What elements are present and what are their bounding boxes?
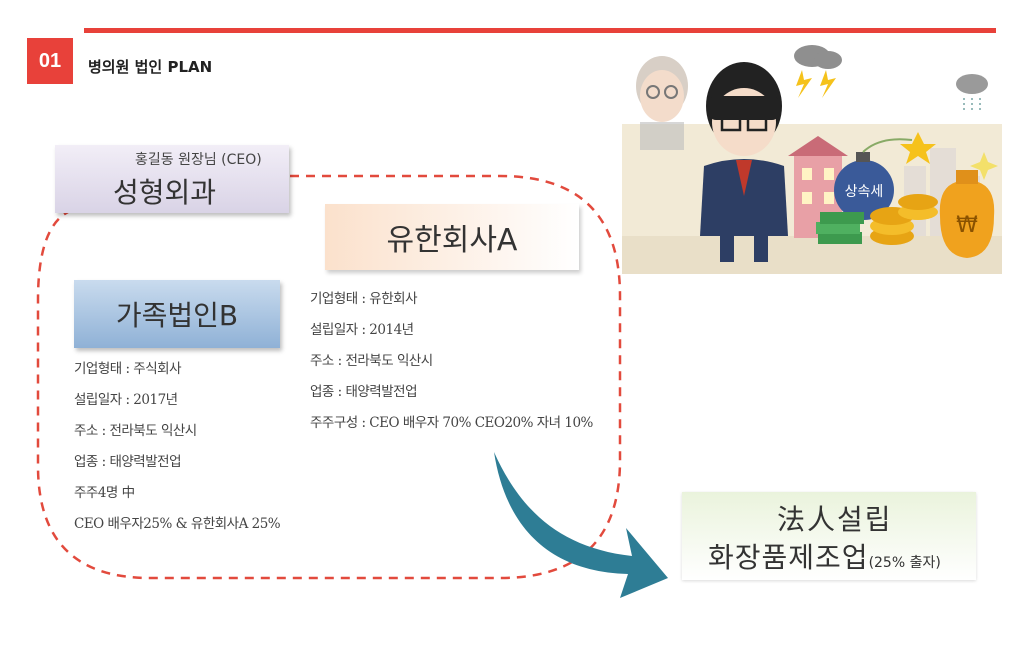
detail-line: 주주구성 : CEO 배우자 70% CEO20% 자녀 10%	[310, 415, 593, 431]
sparkle-icon	[970, 152, 998, 180]
detail-line: 기업형태 : 주식회사	[74, 361, 182, 377]
detail-line: 주주4명 中	[74, 485, 135, 501]
businessman-icon	[700, 62, 788, 262]
storm-cloud-icon	[794, 45, 842, 98]
section-title: 병의원 법인 PLAN	[88, 58, 213, 76]
inheritance-tax-illustration: 상속세 ₩	[622, 45, 1002, 274]
won-symbol: ₩	[956, 213, 978, 238]
section-number-badge: 01	[27, 38, 73, 84]
grandfather-icon	[636, 56, 688, 150]
new-corporation-box: 法人설립 화장품제조업(25% 출자)	[682, 492, 976, 580]
detail-line: 설립일자 : 2014년	[310, 322, 414, 338]
money-bag-icon: ₩	[939, 170, 995, 258]
detail-line: 업종 : 태양력발전업	[310, 384, 417, 400]
target-line1: 法人설립	[777, 503, 893, 536]
flow-arrow-icon	[494, 452, 668, 598]
detail-line: 기업형태 : 유한회사	[310, 291, 417, 307]
company-a-details: 기업형태 : 유한회사 설립일자 : 2014년 주소 : 전라북도 익산시 업…	[310, 284, 593, 439]
dashed-border	[36, 174, 622, 580]
cash-stack-icon	[816, 212, 864, 244]
detail-line: 설립일자 : 2017년	[74, 392, 178, 408]
family-corp-box: 가족법인B	[74, 280, 280, 348]
detail-line: CEO 배우자25% & 유한회사A 25%	[74, 516, 281, 532]
bomb-icon: 상속세	[834, 132, 936, 220]
detail-line: 업종 : 태양력발전업	[74, 454, 182, 470]
detail-line: 주소 : 전라북도 익산시	[310, 353, 433, 369]
detail-line: 주소 : 전라북도 익산시	[74, 423, 197, 439]
header-rule	[84, 28, 996, 33]
ceo-label: 홍길동 원장님 (CEO)	[135, 152, 262, 168]
coin-stack-icon	[870, 194, 938, 245]
family-corp-details: 기업형태 : 주식회사 설립일자 : 2017년 주소 : 전라북도 익산시 업…	[74, 354, 281, 540]
hospital-box: 홍길동 원장님 (CEO) 성형외과	[55, 145, 289, 213]
target-note: (25% 출자)	[868, 555, 941, 571]
bomb-label: 상속세	[845, 184, 884, 200]
company-a-box: 유한회사A	[325, 204, 579, 270]
rain-cloud-icon	[956, 74, 988, 112]
hospital-name: 성형외과	[113, 176, 217, 209]
target-line2: 화장품제조업(25% 출자)	[708, 541, 941, 574]
